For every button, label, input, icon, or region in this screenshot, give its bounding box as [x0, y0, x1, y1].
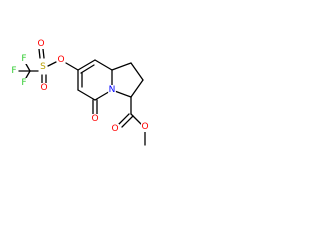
bond-c5-c6: [77, 89, 96, 101]
atom-label-background: [20, 78, 28, 88]
bond-c7-c8-double: [80, 64, 95, 74]
bond-cf3-f-bottom: [25, 70, 31, 79]
bond-s-o-top: [38, 48, 41, 59]
atom-f-bottom: F: [21, 78, 26, 88]
bonds: [18, 48, 146, 146]
atom-s-triflate: S: [40, 62, 46, 72]
bond-c-ester-o-carbonyl: [118, 113, 130, 125]
atom-label-background: [20, 54, 28, 64]
atom-o-ester-carbonyl: O: [111, 124, 118, 134]
bond-c1-c2: [130, 62, 144, 81]
atom-label-background: [39, 83, 49, 93]
atom-label-background: [10, 66, 18, 76]
bond-c-ester-o-carbonyl-double: [121, 115, 134, 128]
atom-n-ring: N: [109, 85, 116, 95]
molecule-structure-diagram: O S O O F F F N O O O: [10, 39, 150, 146]
atom-o-sulfonyl-top: O: [37, 39, 44, 49]
atom-o-ester-methoxy: O: [141, 122, 148, 132]
atom-label-background: [56, 55, 66, 65]
bond-c8-c8a: [94, 59, 113, 71]
atom-o-ketone: O: [91, 114, 98, 124]
bond-c2-c3: [130, 79, 144, 98]
atom-f-top: F: [21, 54, 26, 64]
bond-cf3-f-top: [25, 63, 31, 72]
atom-label-background: [108, 85, 116, 95]
bond-c8a-c1: [111, 62, 132, 71]
atom-f-left: F: [11, 66, 16, 76]
bond-c7-c8: [77, 59, 96, 71]
atom-label-background: [36, 39, 46, 49]
atom-label-background: [140, 122, 150, 132]
atom-label-background: [39, 62, 47, 72]
atom-o-triflate: O: [57, 55, 64, 65]
atom-o-sulfonyl-bottom: O: [40, 83, 47, 93]
atom-label-background: [110, 124, 120, 134]
atom-label-background: [90, 114, 100, 124]
atom-labels: O S O O F F F N O O O: [10, 39, 150, 134]
bond-c-ester-o-methoxy: [130, 113, 142, 125]
bond-s-o-top-double: [42, 48, 45, 59]
bond-o-s: [47, 61, 57, 67]
bond-c7-o-triflate: [65, 62, 79, 71]
